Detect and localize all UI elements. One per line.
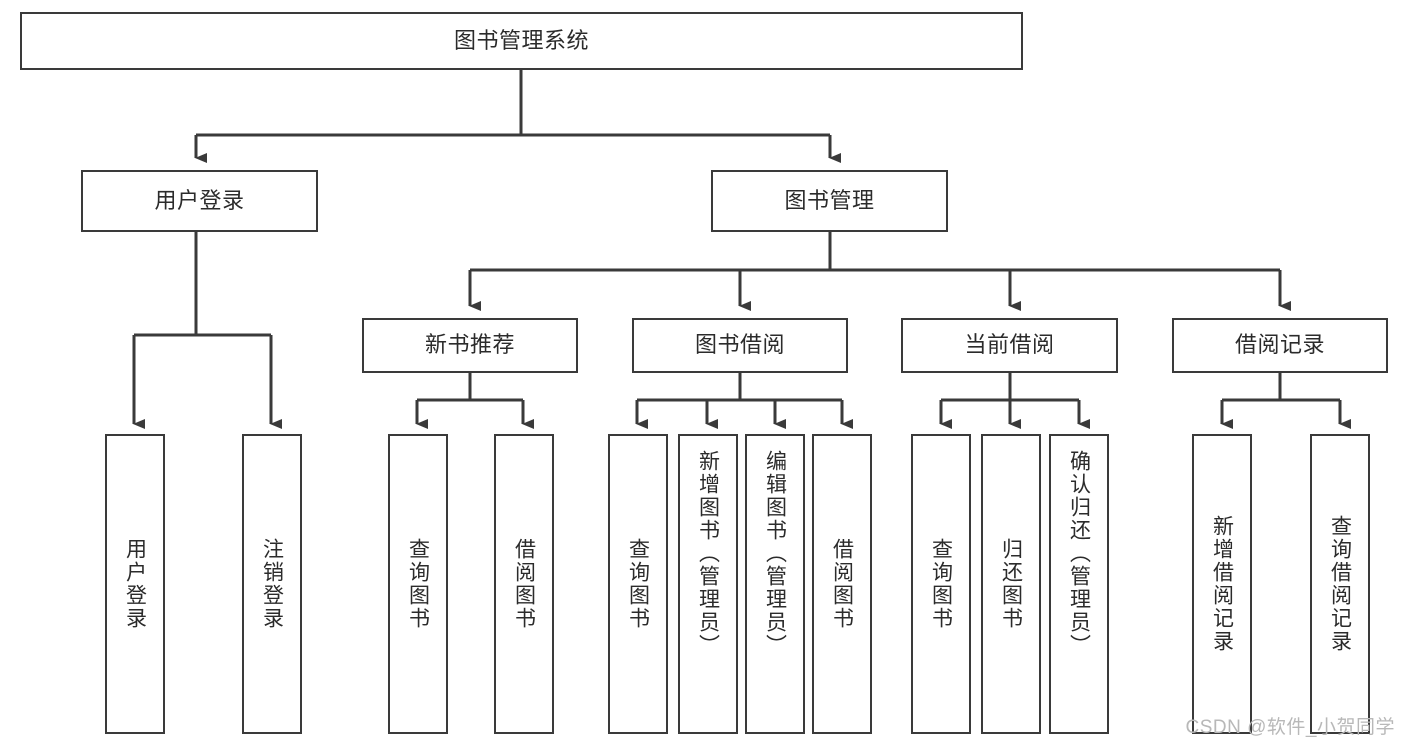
node-label: 编辑图书（管理员） [763,450,787,657]
node-leaf-add-book-admin[interactable]: 新增图书（管理员） [678,434,738,734]
watermark: CSDN @软件_小贺同学 [1185,717,1395,738]
node-leaf-logout[interactable]: 注销登录 [242,434,302,734]
node-label: 查询图书 [406,538,430,630]
node-label: 用户登录 [154,187,245,213]
node-label: 借阅图书 [512,538,536,630]
node-leaf-query-book-recommend[interactable]: 查询图书 [388,434,448,734]
node-label: 归还图书 [999,538,1023,630]
node-leaf-borrow-book-recommend[interactable]: 借阅图书 [494,434,554,734]
node-new-book-recommend[interactable]: 新书推荐 [362,318,578,373]
node-label: 新增图书（管理员） [696,450,720,657]
node-label: 图书借阅 [694,332,785,358]
node-leaf-borrow-book[interactable]: 借阅图书 [812,434,872,734]
node-current-borrow[interactable]: 当前借阅 [901,318,1118,373]
node-label: 查询图书 [929,538,953,630]
node-leaf-query-book-borrow[interactable]: 查询图书 [608,434,668,734]
node-label: 查询图书 [626,538,650,630]
node-leaf-query-borrow-record[interactable]: 查询借阅记录 [1310,434,1370,734]
node-label: 借阅图书 [830,538,854,630]
node-label: 注销登录 [260,538,284,630]
node-label: 新增借阅记录 [1210,515,1234,653]
node-label: 查询借阅记录 [1328,515,1352,653]
node-book-management[interactable]: 图书管理 [711,170,948,232]
node-book-borrow[interactable]: 图书借阅 [632,318,848,373]
node-leaf-edit-book-admin[interactable]: 编辑图书（管理员） [745,434,805,734]
node-leaf-return-book[interactable]: 归还图书 [981,434,1041,734]
node-leaf-confirm-return-admin[interactable]: 确认归还（管理员） [1049,434,1109,734]
node-root-book-management-system[interactable]: 图书管理系统 [20,12,1023,70]
node-label: 借阅记录 [1234,332,1325,358]
node-label: 确认归还（管理员） [1067,450,1091,657]
node-leaf-user-login[interactable]: 用户登录 [105,434,165,734]
node-label: 新书推荐 [424,332,515,358]
node-borrow-record[interactable]: 借阅记录 [1172,318,1388,373]
node-label: 用户登录 [123,538,147,630]
node-label: 图书管理系统 [453,27,589,53]
node-leaf-query-book-current[interactable]: 查询图书 [911,434,971,734]
node-leaf-add-borrow-record[interactable]: 新增借阅记录 [1192,434,1252,734]
node-label: 图书管理 [784,187,875,213]
node-user-login[interactable]: 用户登录 [81,170,318,232]
node-label: 当前借阅 [964,332,1055,358]
